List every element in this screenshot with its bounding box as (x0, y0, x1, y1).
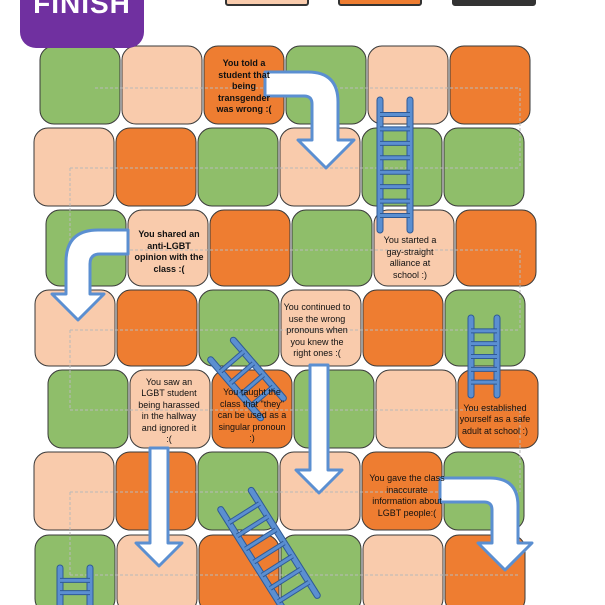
ladder (376, 96, 414, 234)
board-square (197, 127, 279, 207)
board-square (116, 289, 198, 367)
ladder-rung (277, 581, 310, 603)
board-square (443, 127, 525, 207)
ladder-rail (208, 357, 264, 421)
ladder (217, 486, 321, 605)
ladders (56, 96, 501, 605)
board-square (449, 45, 531, 125)
ladder-rung (229, 362, 255, 385)
board-square (373, 209, 455, 287)
legend-swatch-peach (225, 0, 309, 6)
slide-arrow (134, 446, 184, 568)
square-harassed-text: You saw an LGBT student being harassed i… (138, 376, 200, 445)
board-square (444, 289, 526, 367)
slide-arrows (50, 70, 534, 572)
ladder-rail (230, 337, 286, 401)
board-square (47, 369, 129, 449)
square-safe-adult-text: You established yourself as a safe adult… (459, 402, 531, 436)
board-square (291, 209, 373, 287)
ladder-rung (228, 502, 261, 524)
board-square (362, 534, 444, 605)
board-square (455, 209, 537, 287)
ladder (56, 564, 94, 605)
ladder-rung (269, 567, 302, 590)
board-square (362, 289, 444, 367)
board-square (198, 289, 280, 367)
ladder-rung (252, 541, 286, 564)
board-square (39, 45, 121, 125)
finish-label: FINISH (20, 0, 144, 48)
board-square (115, 127, 197, 207)
board-square (121, 45, 203, 125)
square-transgender-text: You told a student that being transgende… (216, 58, 272, 115)
board-square (34, 534, 116, 605)
board-square (361, 127, 443, 207)
board-square (33, 127, 115, 207)
board-square (129, 369, 211, 449)
ladder (467, 314, 501, 399)
ladder-rung (236, 515, 269, 538)
ladder-rail (218, 507, 284, 605)
legend-swatch-orange (338, 0, 422, 6)
ladder (207, 336, 287, 422)
ladder-rung (261, 554, 294, 577)
slide-arrow (263, 70, 356, 170)
board-squares (33, 45, 539, 605)
ladder-rung (249, 385, 275, 408)
slide-arrow (294, 363, 344, 495)
square-inaccurate-text: You gave the class inaccurate informatio… (369, 473, 445, 518)
slide-arrow (50, 228, 130, 322)
ladder-rung (244, 528, 277, 551)
board-square (375, 369, 457, 449)
board-square (209, 209, 291, 287)
square-gay-straight-text: You started a gay-straight alliance at s… (383, 235, 437, 280)
ladder-rung (239, 373, 265, 396)
square-anti-lgbt-text: You shared an anti-LGBT opinion with the… (134, 229, 204, 274)
ladder-rung (219, 350, 245, 373)
square-they-pronoun-text: You taught the class that "they" can be … (217, 387, 287, 444)
board-square (33, 451, 115, 531)
square-wrong-pronouns-text: You continued to use the wrong pronouns … (283, 302, 351, 359)
board-square (293, 369, 375, 449)
slide-arrow (438, 476, 534, 572)
legend-swatch-dark (452, 0, 536, 6)
